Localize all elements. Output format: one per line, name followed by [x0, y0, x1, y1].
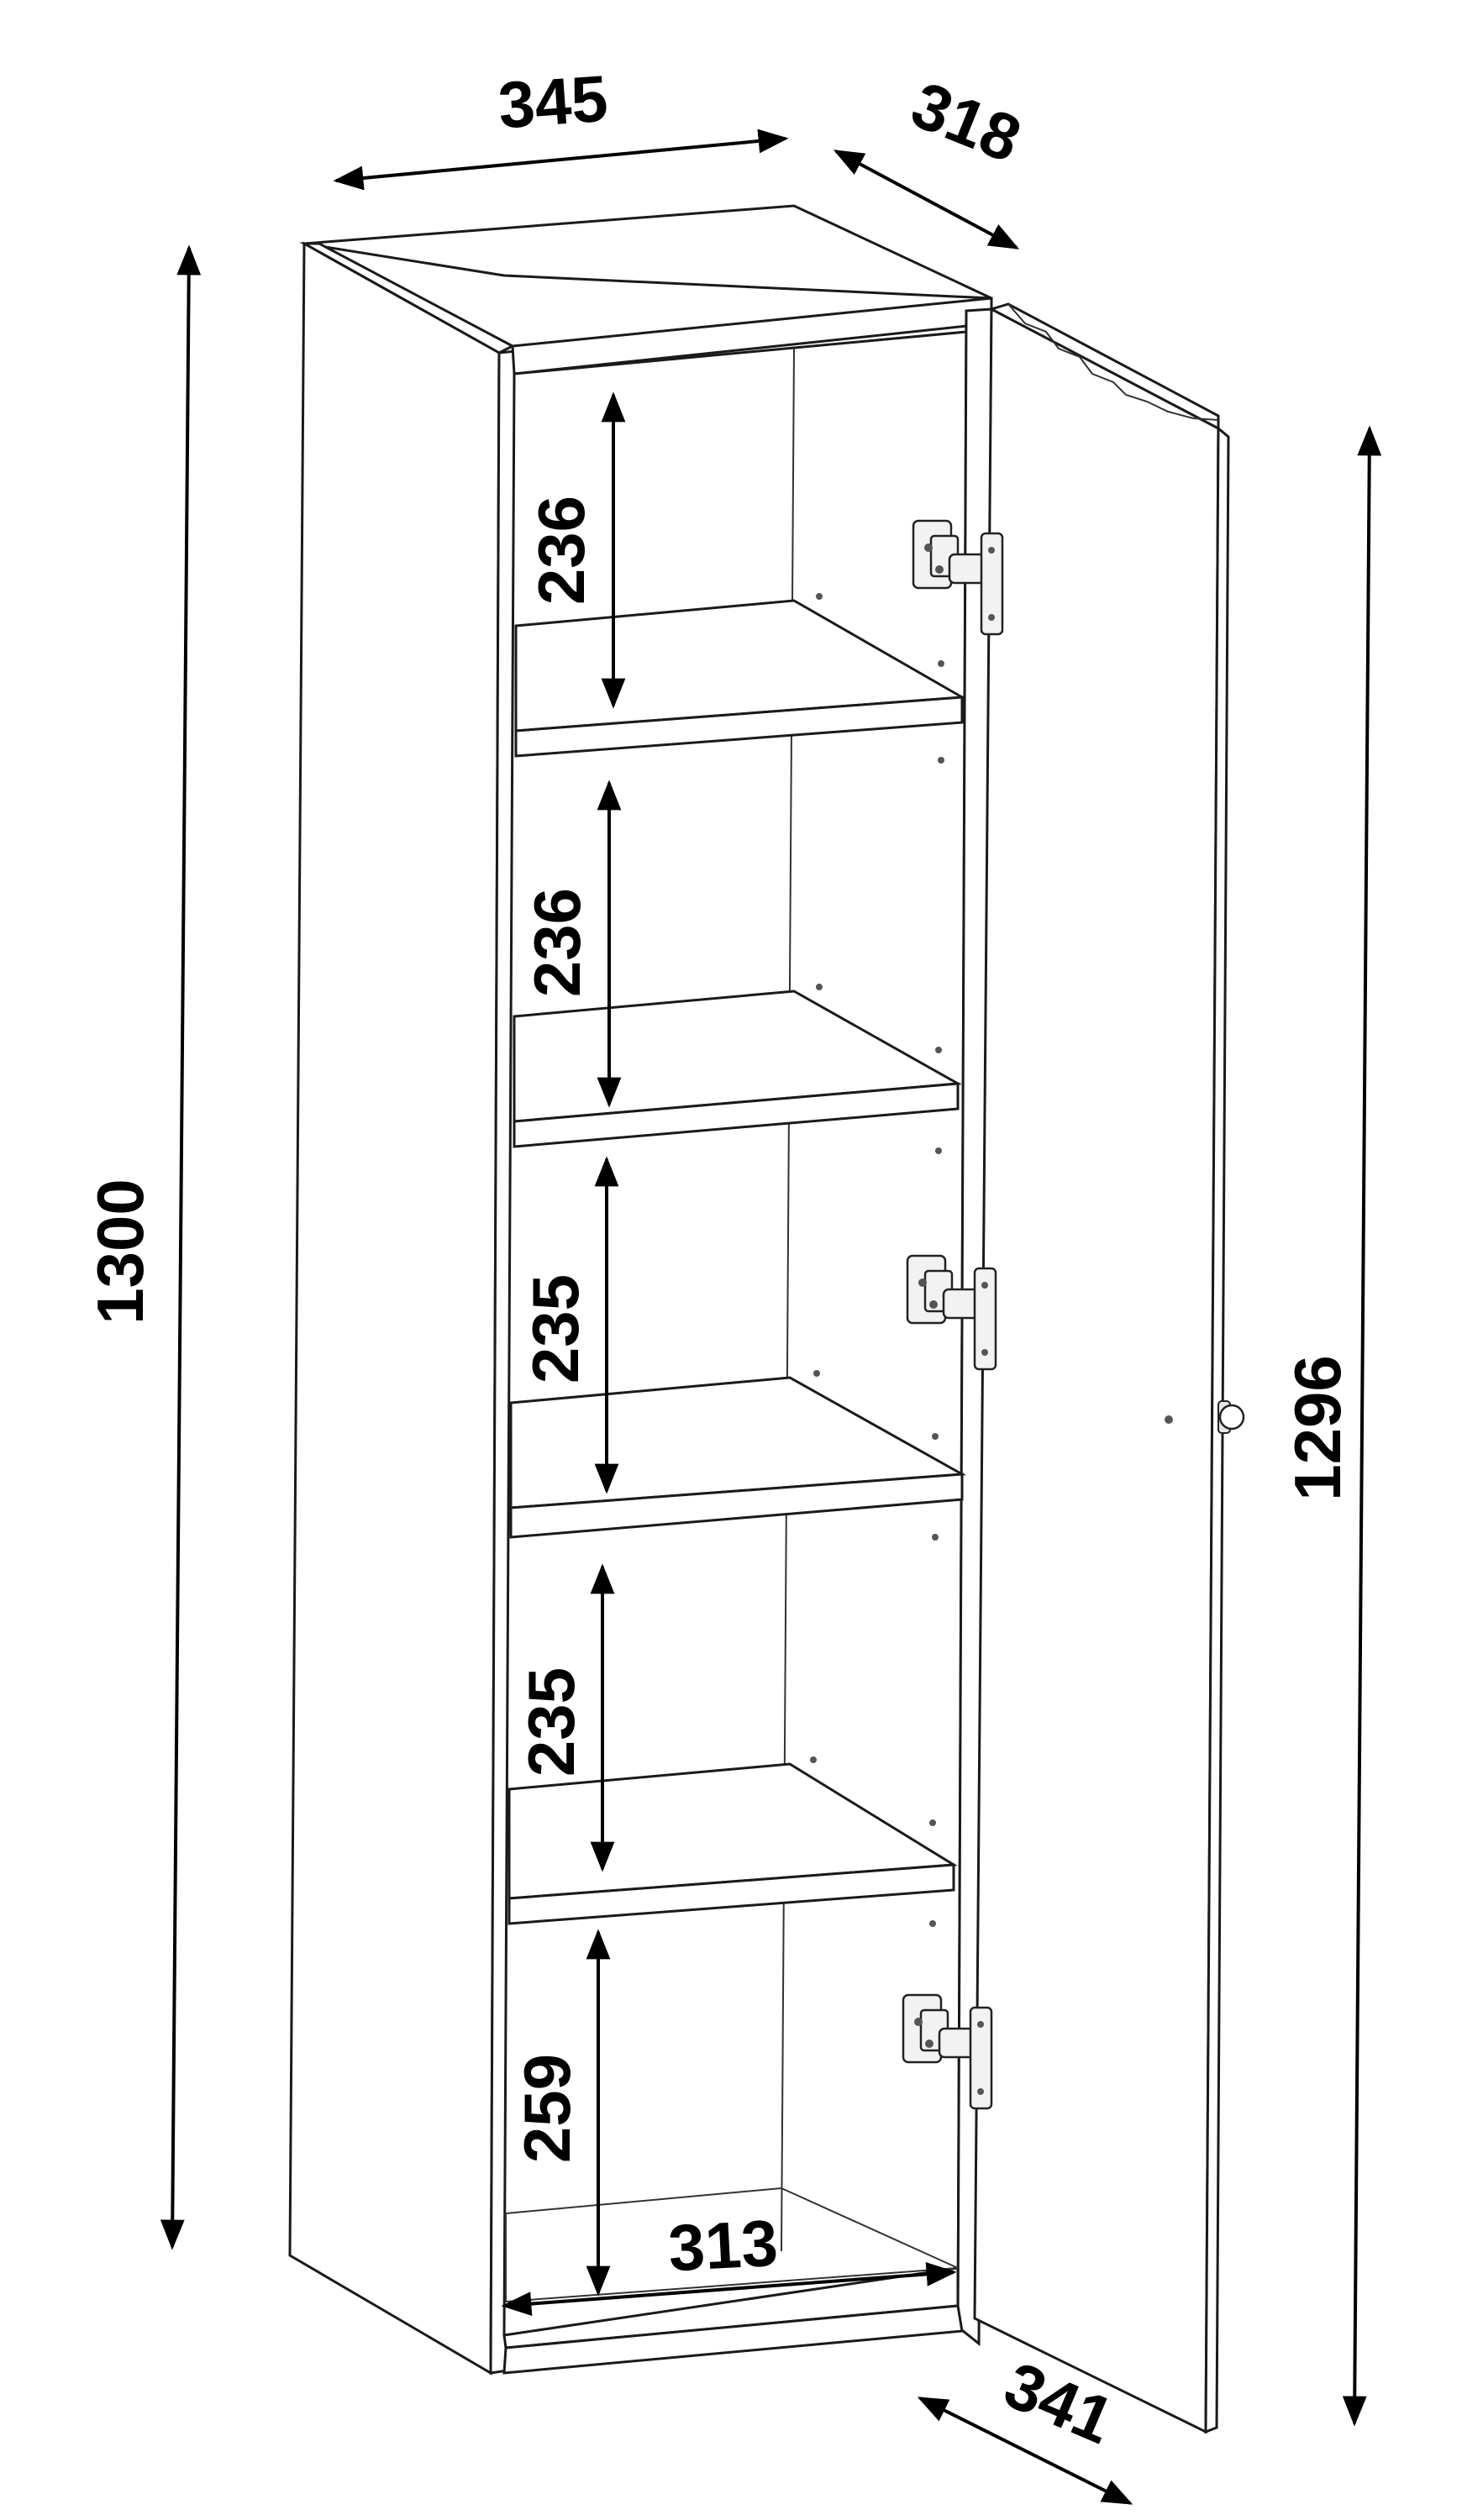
arrow-door-height [1342, 425, 1382, 2427]
shelf-2 [513, 990, 962, 1148]
bottom-front-edge [502, 2304, 964, 2375]
hinge-top-icon [912, 519, 1004, 636]
hinge-bottom-icon [902, 1993, 993, 2110]
dim-depth-top: 318 [902, 67, 1031, 176]
top-panel [303, 204, 992, 300]
dim-inner-width: 313 [666, 2206, 780, 2286]
arrow-depth-top [833, 150, 1020, 249]
arrow-height-total [160, 244, 202, 2250]
arrow-width-top [333, 129, 789, 191]
dim-door-height: 1296 [1281, 1355, 1354, 1501]
shelf-1 [514, 599, 966, 758]
dimension-arrows [160, 129, 1382, 2505]
dim-shelf-4: 235 [514, 1667, 588, 1777]
left-side-panel [288, 241, 501, 2376]
dim-shelf-5: 259 [510, 2054, 584, 2163]
dim-height-total: 1300 [83, 1179, 157, 1325]
hinge-middle-icon [906, 1254, 997, 1371]
dim-shelf-1: 236 [524, 496, 598, 605]
door-knob-icon [1165, 1400, 1245, 1434]
shelf-pin-holes [810, 593, 944, 1927]
shelf-3 [509, 1376, 967, 1539]
dim-shelf-2: 236 [520, 888, 594, 997]
arrow-inner-width [501, 2262, 957, 2316]
dim-width-top: 345 [496, 61, 610, 143]
cabinet-door [973, 302, 1245, 2434]
door-front [973, 307, 1220, 2434]
door-wave-edge [1007, 303, 1219, 421]
shelf-4 [507, 1762, 958, 1925]
arrow-door-width [917, 2397, 1133, 2505]
cabinet-body [288, 204, 993, 2376]
dim-shelf-3: 235 [518, 1274, 592, 1383]
door-right-edge [1204, 425, 1230, 2434]
shelves [505, 593, 967, 2303]
